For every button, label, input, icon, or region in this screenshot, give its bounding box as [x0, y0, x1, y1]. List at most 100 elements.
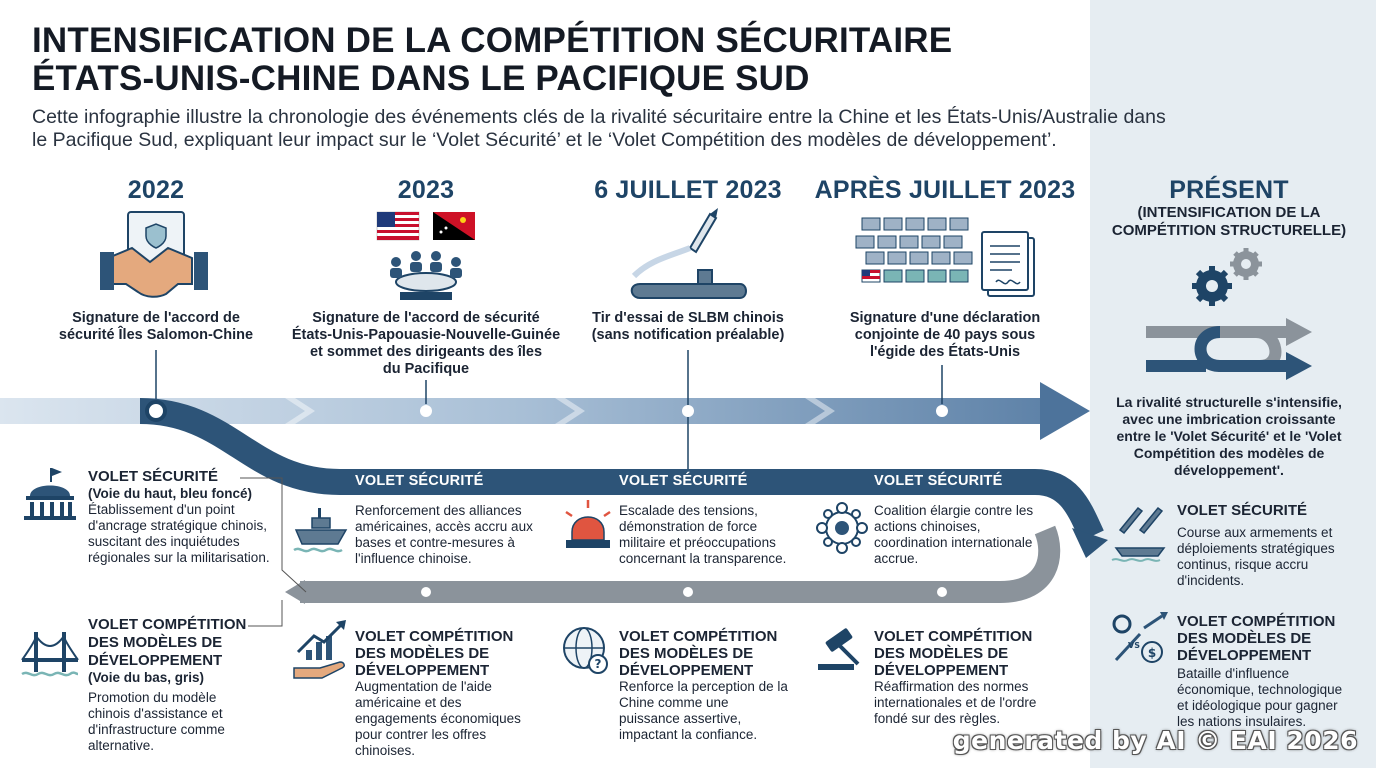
event-line: conjointe de 40 pays sous — [854, 327, 1036, 343]
present-panel-background — [1090, 0, 1376, 768]
legend-connectors — [240, 477, 307, 627]
event-line: (sans notification préalable) — [591, 327, 785, 343]
title-line: DÉVELOPPEMENT — [874, 662, 1009, 679]
title-line: DES MODÈLES DE — [1177, 630, 1312, 647]
event-line: États-Unis-Papouasie-Nouvelle-Guinée — [291, 327, 561, 343]
event-line: du Pacifique — [382, 361, 470, 377]
text-line: chinois d'assistance et — [88, 706, 223, 721]
text-line: engagements économiques — [355, 711, 521, 726]
interlocked-arrows-icon — [1146, 318, 1312, 380]
text-line: continus, risque accru — [1177, 557, 1309, 572]
summary-line: La rivalité structurelle s'intensifie, — [1116, 394, 1342, 410]
gears-icon — [1192, 248, 1262, 306]
card-text: Augmentation de l'aide américaine et des… — [355, 679, 555, 759]
text-line: et idéologique pour gagner — [1177, 698, 1338, 713]
text-line: déploiements stratégiques — [1177, 541, 1335, 556]
event-line: Tir d'essai de SLBM chinois — [592, 310, 784, 326]
text-line: suscitant des inquiétudes — [88, 534, 240, 549]
coalition-flags-icon — [855, 217, 973, 283]
timeline-year-2023: 2023 — [397, 176, 455, 204]
security-band-label-2: VOLET SÉCURITÉ — [619, 473, 748, 489]
text-line: alternative. — [88, 738, 155, 753]
title-line-1: INTENSIFICATION DE LA COMPÉTITION SÉCURI… — [32, 21, 953, 60]
text-line: Augmentation de l'aide — [355, 679, 492, 694]
text-line: Course aux armements et — [1177, 525, 1333, 540]
card-title: VOLET COMPÉTITION DES MODÈLES DE DÉVELOP… — [874, 628, 1074, 679]
card-text: Renforce la perception de la Chine comme… — [619, 679, 819, 743]
network-coalition-icon — [816, 502, 868, 554]
summary-line: entre le 'Volet Sécurité' et le 'Volet — [1116, 428, 1342, 444]
title-line: VOLET COMPÉTITION — [874, 628, 1033, 645]
present-subtitle: (INTENSIFICATION DE LA COMPÉTITION STRUC… — [1100, 204, 1358, 240]
legend-security: VOLET SÉCURITÉ (Voie du haut, bleu foncé… — [88, 468, 288, 566]
development-card-1: VOLET COMPÉTITION DES MODÈLES DE DÉVELOP… — [355, 628, 555, 759]
legend-development: VOLET COMPÉTITION DES MODÈLES DE DÉVELOP… — [88, 616, 268, 754]
declaration-document-icon — [981, 231, 1035, 297]
event-july-2023: Tir d'essai de SLBM chinois (sans notifi… — [568, 310, 808, 344]
security-card-3: Coalition élargie contre les actions chi… — [874, 503, 1074, 567]
usa-flag-icon — [376, 211, 420, 241]
summary-line: avec une imbrication croissante — [1122, 411, 1336, 427]
text-line: Escalade des tensions, — [619, 503, 758, 518]
legend-development-title: VOLET COMPÉTITION DES MODÈLES DE DÉVELOP… — [88, 616, 268, 670]
present-development-text: Bataille d'influence économique, technol… — [1177, 666, 1367, 730]
papua-new-guinea-flag-icon — [433, 212, 475, 240]
legend-security-text: Établissement d'un point d'ancrage strat… — [88, 502, 288, 566]
present-development-block: VOLET COMPÉTITION DES MODÈLES DE DÉVELOP… — [1177, 613, 1367, 730]
event-line: Signature d'une déclaration — [849, 310, 1041, 326]
development-band — [300, 525, 1061, 603]
present-security-title: VOLET SÉCURITÉ — [1177, 502, 1308, 519]
event-line: et sommet des dirigeants des îles — [309, 344, 543, 360]
text-line: Renforce la perception de la — [619, 679, 788, 694]
text-line: Promotion du modèle — [88, 690, 217, 705]
text-line: impactant la confiance. — [619, 727, 758, 742]
event-2023: Signature de l'accord de sécurité États-… — [286, 310, 566, 378]
text-line: bases et contre-mesures à — [355, 535, 515, 550]
security-band-label-1: VOLET SÉCURITÉ — [355, 473, 484, 489]
present-security-block: VOLET SÉCURITÉ Course aux armements et d… — [1177, 502, 1367, 589]
title-line: VOLET COMPÉTITION — [619, 628, 778, 645]
card-text: Réaffirmation des normes internationales… — [874, 679, 1074, 727]
development-card-3: VOLET COMPÉTITION DES MODÈLES DE DÉVELOP… — [874, 628, 1074, 727]
legend-security-sub: (Voie du haut, bleu foncé) — [88, 486, 252, 501]
event-after-july-2023: Signature d'une déclaration conjointe de… — [832, 310, 1058, 361]
timeline-year-july-2023: 6 JUILLET 2023 — [594, 176, 782, 204]
text-line: Réaffirmation des normes — [874, 679, 1029, 694]
title-line: DES MODÈLES DE — [355, 645, 490, 662]
text-line: d'ancrage stratégique chinois, — [88, 518, 267, 533]
title-line: VOLET COMPÉTITION — [1177, 613, 1336, 630]
warship-icon — [293, 508, 348, 553]
title-line: DES MODÈLES DE — [619, 645, 754, 662]
timeline-year-2022: 2022 — [127, 176, 185, 204]
text-line: accrue. — [874, 551, 919, 566]
page-title: INTENSIFICATION DE LA COMPÉTITION SÉCURI… — [32, 22, 1072, 98]
present-subtitle-line: (INTENSIFICATION DE LA — [1137, 204, 1321, 221]
timeline-nodes — [145, 400, 948, 597]
text-line: l'influence chinoise. — [355, 551, 472, 566]
subtitle-line-1: Cette infographie illustre la chronologi… — [32, 106, 1166, 128]
text-line: Renforcement des alliances — [355, 503, 522, 518]
bridge-icon — [21, 632, 79, 677]
handshake-icon — [100, 211, 208, 298]
text-line: Chine comme une — [619, 695, 729, 710]
text-line: concernant la transparence. — [619, 551, 787, 566]
government-building-icon — [24, 468, 76, 520]
security-band-arrowhead — [1072, 528, 1108, 558]
text-line: internationales et de l'ordre — [874, 695, 1037, 710]
text-line: chinoises. — [355, 743, 416, 758]
event-line: sécurité Îles Salomon-Chine — [58, 327, 254, 343]
alarm-siren-icon — [565, 500, 611, 548]
timeline-year-after-july-2023: APRÈS JUILLET 2023 — [814, 176, 1076, 204]
svg-text:VS: VS — [1128, 641, 1140, 650]
event-line: l'égide des États-Unis — [869, 344, 1021, 360]
card-title: VOLET COMPÉTITION DES MODÈLES DE DÉVELOP… — [355, 628, 555, 679]
title-line: DÉVELOPPEMENT — [1177, 647, 1312, 664]
page-subtitle: Cette infographie illustre la chronologi… — [32, 106, 1182, 152]
text-line: Établissement d'un point — [88, 502, 235, 517]
submarine-missile-icon — [630, 208, 747, 299]
text-line: d'infrastructure comme — [88, 722, 225, 737]
title-line: VOLET COMPÉTITION — [88, 616, 247, 633]
missiles-warship-icon — [1111, 506, 1166, 562]
legend-development-text: Promotion du modèle chinois d'assistance… — [88, 690, 268, 754]
development-card-2: VOLET COMPÉTITION DES MODÈLES DE DÉVELOP… — [619, 628, 819, 743]
